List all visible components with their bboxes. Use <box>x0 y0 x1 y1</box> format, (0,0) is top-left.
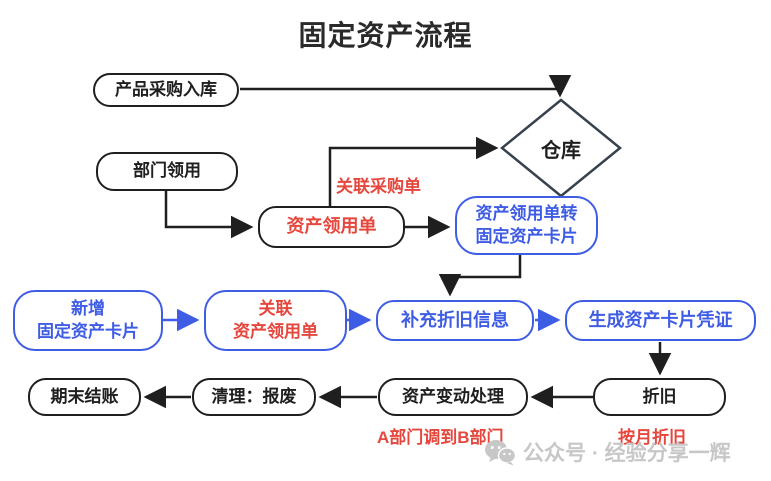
node-asset-requisition-label: 资产领用单 <box>286 216 377 237</box>
node-generate-voucher: 生成资产卡片凭证 <box>565 300 756 341</box>
arrow-card-to-depreciation-info <box>438 255 522 297</box>
annotation-dept-transfer: A部门调到B部门 <box>377 428 504 447</box>
arrow-dept-to-requisition <box>164 191 254 239</box>
node-cleanup-scrap: 清理：报废 <box>192 378 316 416</box>
node-new-asset-card-line2: 固定资产卡片 <box>37 321 139 341</box>
annotation-monthly-depreciation: 按月折旧 <box>618 428 686 447</box>
node-link-requisition-line2: 资产领用单 <box>233 321 318 341</box>
node-dept-requisition-label: 部门领用 <box>133 161 201 181</box>
node-asset-change-label: 资产变动处理 <box>402 386 504 406</box>
node-purchase-inbound-label: 产品采购入库 <box>115 79 217 99</box>
node-asset-change: 资产变动处理 <box>378 378 528 416</box>
node-generate-voucher-label: 生成资产卡片凭证 <box>588 309 733 330</box>
node-requisition-to-card: 资产领用单转 固定资产卡片 <box>455 196 598 255</box>
watermark: 公众号 · 经验分享一辉 <box>484 437 731 467</box>
wechat-icon <box>485 439 516 465</box>
node-period-end-closing: 期末结账 <box>28 378 141 416</box>
node-cleanup-scrap-label: 清理：报废 <box>211 386 297 406</box>
node-requisition-to-card-line1: 资产领用单转 <box>475 204 578 224</box>
node-purchase-inbound: 产品采购入库 <box>93 73 239 107</box>
node-warehouse-label: 仓库 <box>541 139 581 162</box>
node-period-end-closing-label: 期末结账 <box>50 386 119 406</box>
node-depreciation-info: 补充折旧信息 <box>376 300 534 341</box>
node-dept-requisition: 部门领用 <box>96 152 238 191</box>
node-depreciation-label: 折旧 <box>642 386 677 406</box>
node-depreciation: 折旧 <box>593 378 726 416</box>
node-new-asset-card-line1: 新增 <box>71 299 105 319</box>
flowchart-title: 固定资产流程 <box>298 20 473 51</box>
node-asset-requisition: 资产领用单 <box>258 206 405 248</box>
node-link-requisition: 关联 资产领用单 <box>204 290 347 351</box>
watermark-text: 公众号 · 经验分享一辉 <box>523 442 731 465</box>
node-link-requisition-line1: 关联 <box>258 299 293 319</box>
arrow-purchase-to-warehouse <box>240 75 572 98</box>
annotation-link-purchase-order: 关联采购单 <box>336 177 421 196</box>
arrow-requisition-to-warehouse <box>328 136 499 206</box>
node-requisition-to-card-line2: 固定资产卡片 <box>475 226 578 246</box>
node-new-asset-card: 新增 固定资产卡片 <box>13 290 163 351</box>
node-depreciation-info-label: 补充折旧信息 <box>401 309 509 330</box>
